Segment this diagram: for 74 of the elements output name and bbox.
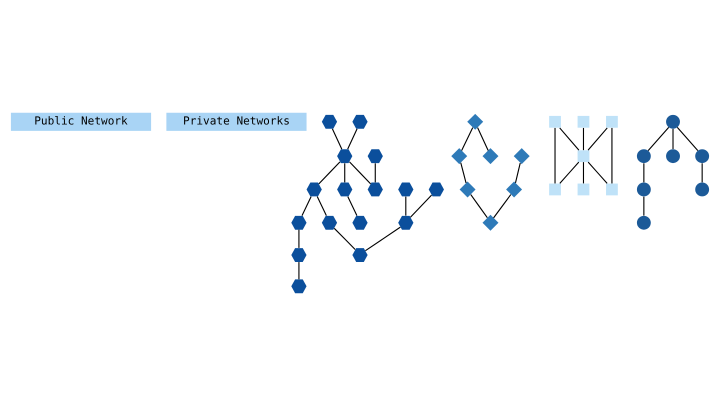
node-hexagon (368, 148, 383, 163)
node-box (549, 183, 561, 195)
connector (582, 162, 584, 183)
node-box: Private Networks (166, 112, 307, 130)
node-hexagon (428, 182, 444, 196)
node-hexagon (352, 215, 368, 230)
connector (643, 162, 644, 182)
node-diamond (482, 214, 498, 230)
node-hexagon (291, 278, 307, 293)
connector (588, 161, 608, 184)
node-box (549, 115, 561, 128)
node-hexagon (291, 248, 307, 262)
node-diamond (460, 180, 476, 197)
node-box (578, 183, 590, 195)
node-box (578, 150, 590, 162)
connector (298, 262, 300, 279)
connector (554, 127, 556, 183)
connector (676, 126, 698, 150)
node-diamond (514, 148, 530, 164)
node-hexagon (368, 182, 383, 196)
connector (460, 162, 467, 183)
node-circle (636, 182, 651, 196)
connector (374, 162, 376, 182)
connector (347, 196, 358, 216)
connector (470, 194, 488, 218)
node-circle (695, 182, 710, 196)
connector (672, 128, 674, 149)
connector (344, 162, 346, 182)
connector (298, 229, 300, 248)
node-hexagon (291, 215, 307, 230)
connector (349, 160, 372, 184)
node-hexagon (322, 114, 338, 128)
node-hexagon (352, 114, 368, 128)
node-diamond (506, 180, 522, 197)
node-box (606, 183, 618, 195)
node-hexagon (398, 182, 414, 196)
connector (461, 126, 474, 150)
connector (648, 126, 670, 150)
node-circle (666, 114, 680, 128)
node-hexagon (337, 182, 352, 196)
connector (702, 162, 703, 182)
node-diamond (451, 148, 468, 164)
connector (582, 127, 584, 150)
node-box: Public Network (10, 112, 152, 130)
node-circle (695, 148, 710, 163)
connector (559, 161, 580, 184)
node-hexagon (322, 215, 338, 230)
connector (477, 126, 489, 150)
node-box (606, 115, 618, 128)
node-circle (636, 148, 651, 163)
node-hexagon (352, 248, 368, 262)
node-box (578, 115, 590, 128)
connector (643, 196, 644, 216)
connector (405, 196, 406, 216)
node-hexagon (306, 182, 322, 196)
connector (302, 196, 312, 216)
connector (318, 160, 340, 184)
connector (410, 194, 432, 218)
connector (316, 196, 327, 216)
connector (588, 127, 608, 150)
node-circle (636, 215, 651, 230)
connector (514, 162, 521, 182)
connector (332, 128, 342, 149)
node-circle (666, 148, 680, 163)
node-hexagon (398, 215, 414, 230)
connector (611, 127, 612, 183)
connector (334, 227, 356, 250)
connector (493, 194, 512, 218)
connector (365, 226, 401, 251)
node-diamond (482, 148, 498, 164)
connector (347, 128, 358, 149)
connector (559, 127, 580, 150)
node-diamond (467, 113, 484, 130)
node-hexagon (337, 148, 352, 163)
